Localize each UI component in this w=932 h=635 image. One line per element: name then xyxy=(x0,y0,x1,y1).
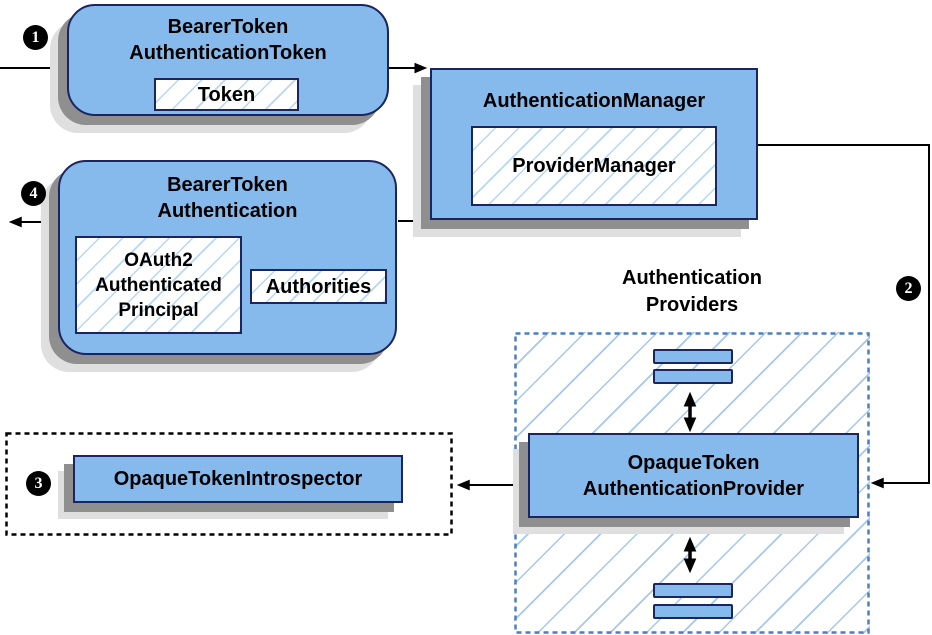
node-title: AuthenticationManager xyxy=(432,88,756,114)
provider-stack-bar xyxy=(653,583,733,598)
node-title: BearerToken Authentication xyxy=(60,172,395,224)
provider-manager-label: ProviderManager xyxy=(512,155,676,177)
provider-stack-bar xyxy=(653,349,733,364)
bearer-token-authentication-node: BearerToken Authentication OAuth2 Authen… xyxy=(58,160,397,355)
principal-line: OAuth2 xyxy=(124,249,193,271)
step-badge-4: 4 xyxy=(21,181,46,206)
provider-stack-bar xyxy=(653,604,733,619)
opaque-token-authentication-provider-node: OpaqueToken AuthenticationProvider xyxy=(528,433,859,518)
title-line: AuthenticationToken xyxy=(129,42,327,64)
label-line: Authentication xyxy=(622,267,762,289)
token-box: Token xyxy=(154,78,299,111)
token-label: Token xyxy=(197,83,256,106)
authentication-providers-dashed-border xyxy=(514,332,870,634)
provider-stack-bar xyxy=(653,369,733,384)
authorities-box: Authorities xyxy=(250,269,387,304)
label-line: Providers xyxy=(645,294,739,316)
title-line: OpaqueToken xyxy=(627,451,760,474)
title-line: BearerToken xyxy=(167,174,288,196)
oauth2-authenticated-principal-box: OAuth2 Authenticated Principal xyxy=(75,236,242,334)
step-badge-3: 3 xyxy=(26,471,51,496)
authorities-label: Authorities xyxy=(265,275,372,298)
authentication-manager-node: AuthenticationManager ProviderManager xyxy=(430,68,758,220)
provider-manager-box: ProviderManager xyxy=(471,126,717,206)
title-line: AuthenticationManager xyxy=(482,90,706,112)
step-badge-1: 1 xyxy=(23,25,48,50)
title-line: Authentication xyxy=(157,200,298,222)
arrow-manager-to-provider xyxy=(758,144,930,489)
principal-line: Principal xyxy=(118,299,199,321)
title-line: AuthenticationProvider xyxy=(582,477,805,500)
node-title: BearerToken AuthenticationToken xyxy=(69,14,387,66)
title-line: OpaqueTokenIntrospector xyxy=(113,468,363,490)
step-badge-2: 2 xyxy=(896,276,921,301)
bearer-token-authentication-token-node: BearerToken AuthenticationToken Token xyxy=(67,4,389,116)
authentication-providers-label: Authentication Providers xyxy=(567,265,817,319)
node-title: OpaqueTokenIntrospector xyxy=(75,457,401,501)
principal-line: Authenticated xyxy=(95,274,222,296)
opaque-token-introspector-node: OpaqueTokenIntrospector xyxy=(73,455,403,503)
node-title: OpaqueToken AuthenticationProvider xyxy=(530,435,857,516)
title-line: BearerToken xyxy=(167,16,289,38)
introspector-group-dotted-border xyxy=(5,432,453,536)
